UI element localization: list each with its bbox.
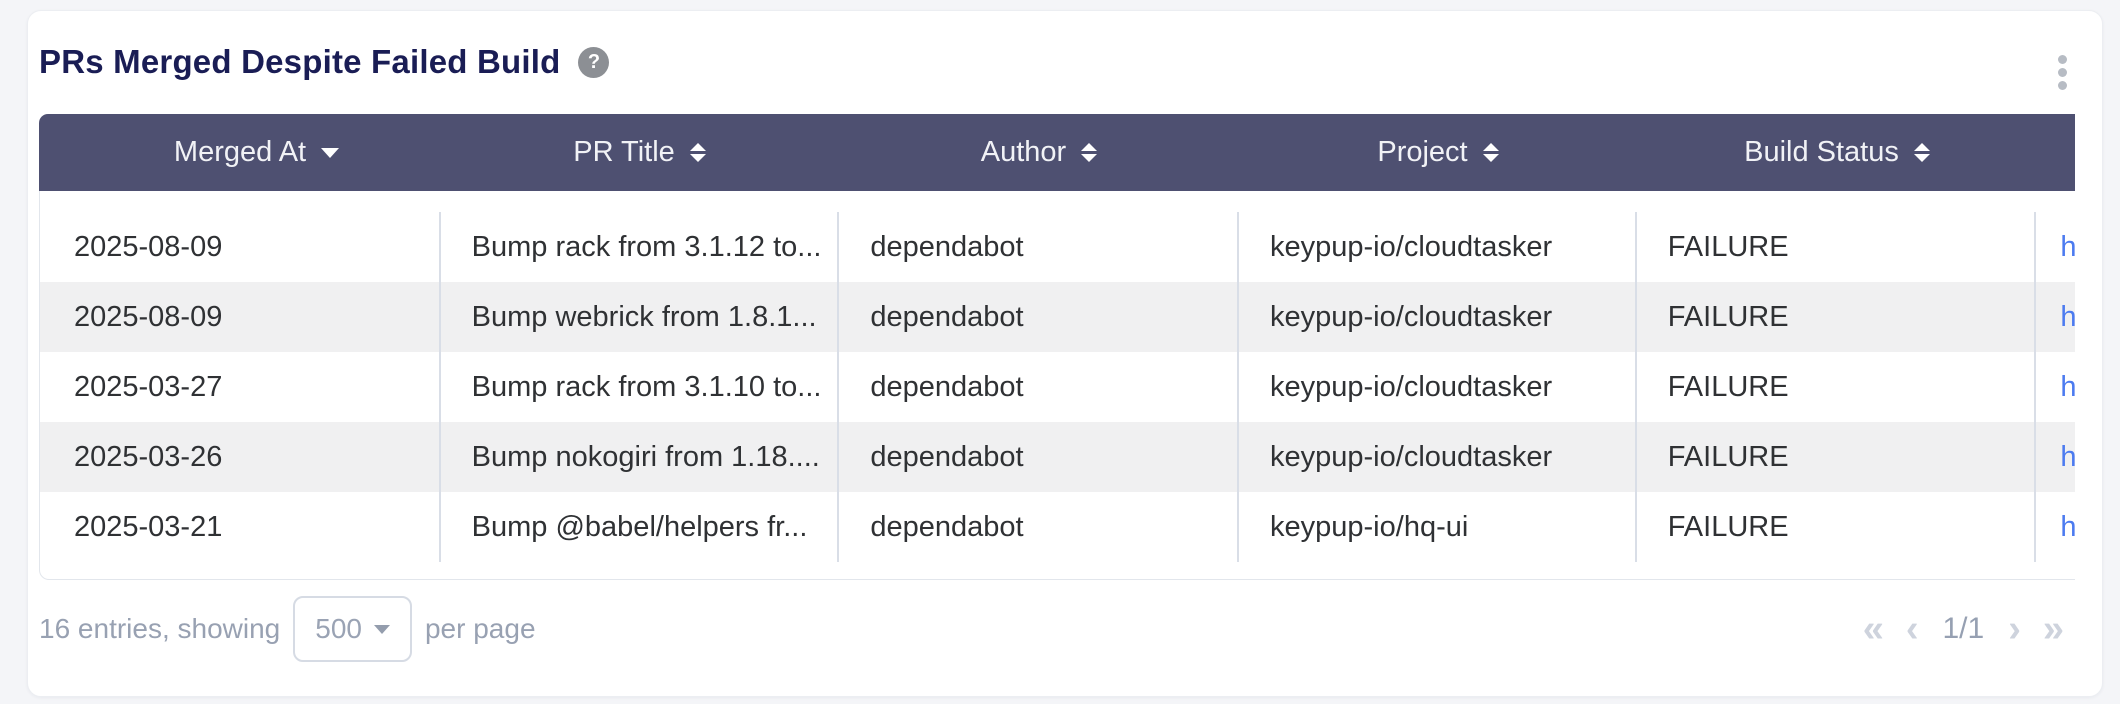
cell-merged-at: 2025-03-21 [40, 492, 441, 562]
cell-author: dependabot [839, 212, 1240, 282]
entries-count-label: 16 entries, showing [39, 613, 281, 644]
cell-build-status: FAILURE [1637, 212, 2037, 282]
cell-pr-link[interactable]: h [2060, 371, 2075, 403]
table-row: 2025-03-26 Bump nokogiri from 1.18.... d… [40, 422, 2075, 492]
next-page-button[interactable]: › [2008, 608, 2021, 650]
card-header: PRs Merged Despite Failed Build ? [39, 39, 610, 85]
cell-build-status: FAILURE [1637, 352, 2037, 422]
column-header-author[interactable]: Author [839, 114, 1239, 191]
cell-project: keypup-io/cloudtasker [1239, 422, 1637, 492]
column-header-clipped[interactable] [2037, 114, 2075, 191]
cell-build-status: FAILURE [1637, 282, 2037, 352]
column-header-merged-at[interactable]: Merged At [39, 114, 440, 191]
cell-project: keypup-io/cloudtasker [1239, 282, 1637, 352]
cell-merged-at: 2025-03-26 [40, 422, 441, 492]
column-label: Project [1377, 136, 1468, 168]
widget-card: PRs Merged Despite Failed Build ? Merged… [27, 10, 2103, 697]
cell-pr-title: Bump rack from 3.1.12 to... [441, 212, 840, 282]
column-header-build-status[interactable]: Build Status [1637, 114, 2037, 191]
column-header-pr-title[interactable]: PR Title [440, 114, 839, 191]
cell-author: dependabot [839, 492, 1240, 562]
sort-unsorted-icon [689, 143, 706, 162]
cell-build-status: FAILURE [1637, 492, 2037, 562]
column-label: PR Title [573, 136, 675, 168]
cell-merged-at: 2025-08-09 [40, 212, 441, 282]
cell-pr-link[interactable]: h [2060, 301, 2075, 333]
cell-project: keypup-io/cloudtasker [1239, 212, 1637, 282]
table-row: 2025-03-21 Bump @babel/helpers fr... dep… [40, 492, 2075, 562]
cell-pr-title: Bump nokogiri from 1.18.... [441, 422, 840, 492]
sort-unsorted-icon [1913, 143, 1930, 162]
column-label: Merged At [173, 136, 307, 168]
cell-project: keypup-io/hq-ui [1239, 492, 1637, 562]
entries-summary: 16 entries, showing 500 per page [39, 596, 536, 662]
help-icon[interactable]: ? [578, 46, 610, 78]
chevron-down-icon [373, 624, 390, 634]
table-header-row: Merged At PR Title Author Project Build … [39, 114, 2075, 191]
table-row: 2025-03-27 Bump rack from 3.1.10 to... d… [40, 352, 2075, 422]
cell-author: dependabot [839, 352, 1240, 422]
cell-pr-title: Bump rack from 3.1.10 to... [441, 352, 840, 422]
page-indicator: 1/1 [1942, 612, 1985, 645]
cell-merged-at: 2025-08-09 [40, 282, 441, 352]
cell-merged-at: 2025-03-27 [40, 352, 441, 422]
cell-pr-title: Bump webrick from 1.8.1... [441, 282, 840, 352]
prs-table: Merged At PR Title Author Project Build … [39, 114, 2075, 580]
cell-pr-link[interactable]: h [2060, 511, 2075, 543]
widget-title: PRs Merged Despite Failed Build [39, 43, 561, 80]
sort-unsorted-icon [1482, 143, 1499, 162]
cell-author: dependabot [839, 282, 1240, 352]
sort-desc-icon [321, 147, 340, 158]
column-label: Build Status [1744, 136, 1899, 168]
table-footer: 16 entries, showing 500 per page « ‹ 1/1… [39, 569, 2091, 689]
last-page-button[interactable]: » [2042, 608, 2064, 650]
cell-author: dependabot [839, 422, 1240, 492]
cell-project: keypup-io/cloudtasker [1239, 352, 1637, 422]
table-row: 2025-08-09 Bump rack from 3.1.12 to... d… [40, 212, 2075, 282]
pagination: « ‹ 1/1 › » [1861, 610, 2066, 648]
prev-page-button[interactable]: ‹ [1905, 608, 1919, 650]
page-size-value: 500 [315, 613, 362, 644]
column-label: Author [980, 136, 1067, 168]
column-header-project[interactable]: Project [1239, 114, 1637, 191]
cell-pr-link[interactable]: h [2060, 441, 2075, 473]
kebab-menu-icon[interactable] [2050, 51, 2074, 94]
cell-build-status: FAILURE [1637, 422, 2037, 492]
cell-pr-link[interactable]: h [2060, 231, 2075, 263]
per-page-label: per page [424, 613, 536, 644]
table-body: 2025-08-09 Bump rack from 3.1.12 to... d… [39, 191, 2075, 580]
table-row: 2025-08-09 Bump webrick from 1.8.1... de… [40, 282, 2075, 352]
first-page-button[interactable]: « [1862, 608, 1884, 650]
page-size-select[interactable]: 500 [293, 596, 412, 662]
sort-unsorted-icon [1081, 143, 1098, 162]
cell-pr-title: Bump @babel/helpers fr... [441, 492, 840, 562]
